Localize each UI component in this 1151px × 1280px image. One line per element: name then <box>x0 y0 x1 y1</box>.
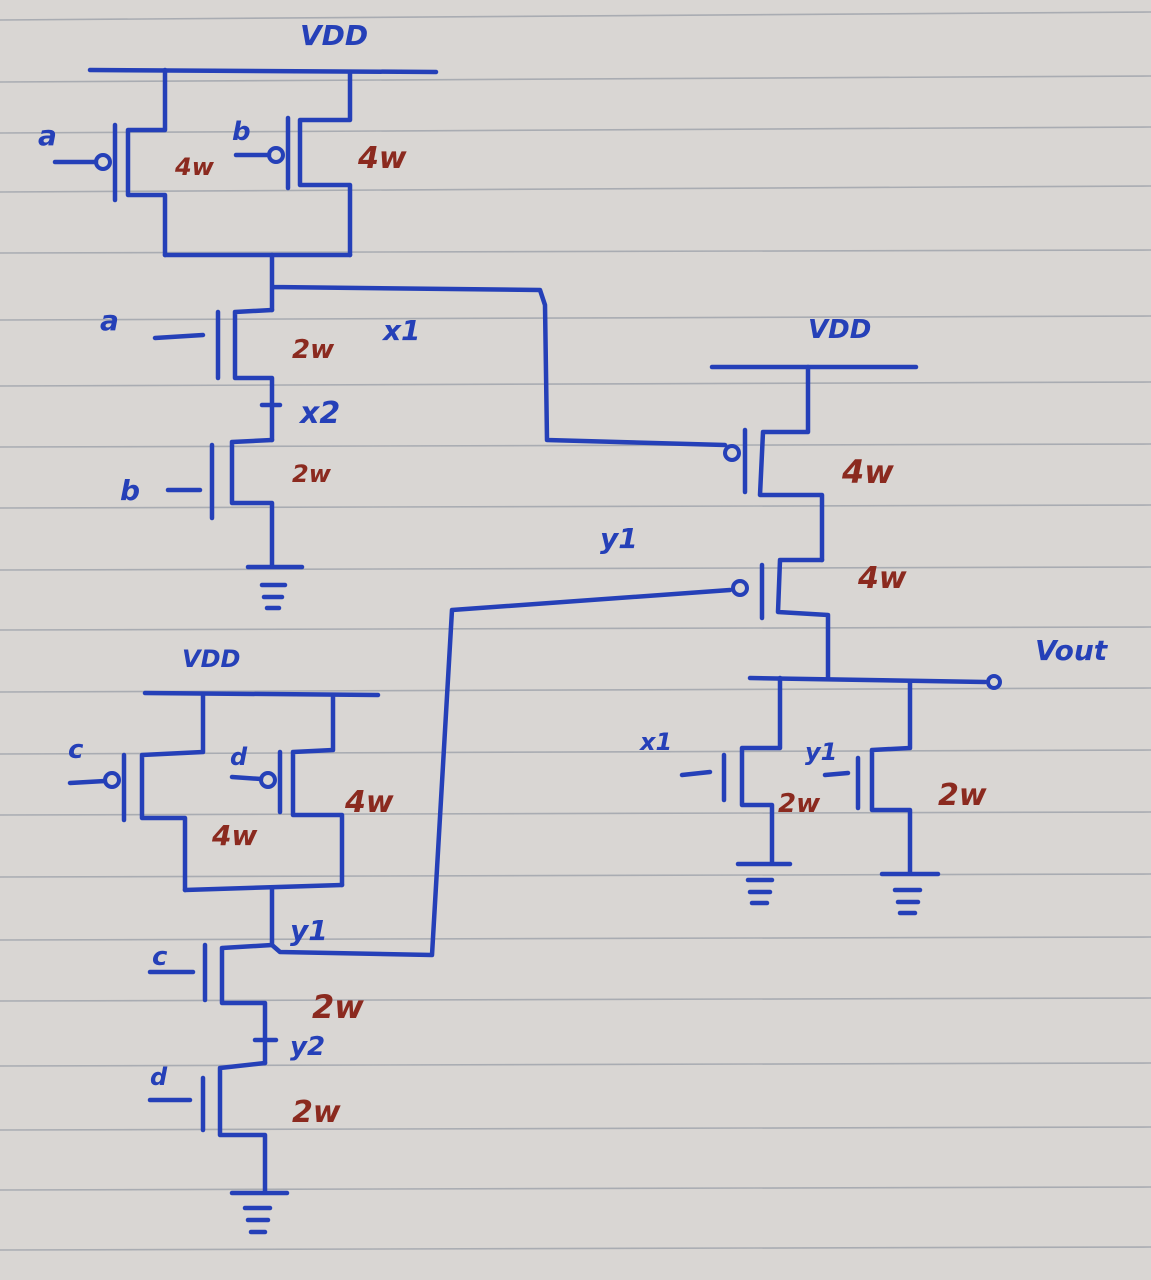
gate-y1-label: y1 <box>805 738 837 766</box>
vout-terminal <box>986 674 1002 690</box>
node-y2-label: y2 <box>290 1032 325 1062</box>
wire-y1-label: y1 <box>600 522 638 555</box>
nmos-y1-out <box>869 679 913 875</box>
input-a-pmos: a <box>38 119 57 152</box>
input-d-pmos: d <box>230 743 248 771</box>
nand-cd-stage: VDD c d 4w 4w y1 c 2w y2 d 2w <box>67 587 733 1235</box>
size-nmos-a: 2w <box>292 335 335 365</box>
pmos-c-bubble <box>103 771 121 789</box>
input-a-nmos: a <box>100 304 119 337</box>
output-y1-wire <box>269 587 733 958</box>
size-nmos-out-1: 2w <box>778 789 821 819</box>
size-nmos-b: 2w <box>292 460 332 488</box>
node-y1-label: y1 <box>290 914 328 947</box>
nmos-d <box>217 1060 268 1195</box>
nmos-b <box>229 437 275 568</box>
size-nmos-out-2: 2w <box>938 778 987 813</box>
size-pmos-d: 4w <box>344 785 394 820</box>
nmos-a <box>232 307 275 443</box>
nand-ab-stage: VDD a 4w b 4w a 2w x1 x2 b 2w <box>38 19 728 611</box>
vdd-label-3: VDD <box>808 315 871 345</box>
size-pmos-c: 4w <box>211 819 257 852</box>
node-x2-label: x2 <box>298 396 340 431</box>
vdd-label-1: VDD <box>300 19 368 52</box>
vdd-rail-2 <box>142 690 381 698</box>
pmos-b <box>297 69 353 258</box>
nmos-c <box>219 942 275 1066</box>
nmos-x1-out <box>739 675 783 865</box>
output-x1-wire <box>269 252 728 448</box>
pmos-c <box>139 692 206 893</box>
size-pmos-out-1: 4w <box>841 453 894 491</box>
node-x1-label: x1 <box>381 314 421 347</box>
size-nmos-d: 2w <box>292 1095 341 1130</box>
notebook-rules <box>0 11 1151 1251</box>
pull-up-join-2 <box>182 882 345 893</box>
size-pmos-out-2: 4w <box>857 561 907 596</box>
size-pmos-a: 4w <box>174 153 215 181</box>
pmos-x1-bubble <box>723 444 741 462</box>
nor-output-stage: VDD 4w y1 4w Vout x1 2w y1 2w <box>600 315 1109 916</box>
pmos-y1-out <box>775 557 831 681</box>
pmos-d-bubble <box>259 771 277 789</box>
input-b-nmos: b <box>120 474 140 507</box>
output-node <box>747 675 988 685</box>
size-pmos-b: 4w <box>357 141 407 176</box>
pmos-d <box>290 692 345 888</box>
input-b-pmos: b <box>232 117 251 147</box>
pmos-a <box>125 67 168 258</box>
vout-label: Vout <box>1035 634 1109 667</box>
input-c-pmos: c <box>68 735 84 765</box>
size-nmos-c: 2w <box>312 988 364 1026</box>
input-d-nmos: d <box>150 1063 168 1091</box>
vdd-rail-1 <box>87 67 439 75</box>
input-c-nmos: c <box>152 942 168 972</box>
pmos-x1-out <box>757 364 825 563</box>
gate-x1-label: x1 <box>639 728 672 756</box>
pmos-y1-bubble <box>731 579 749 597</box>
vdd-label-2: VDD <box>182 645 240 673</box>
